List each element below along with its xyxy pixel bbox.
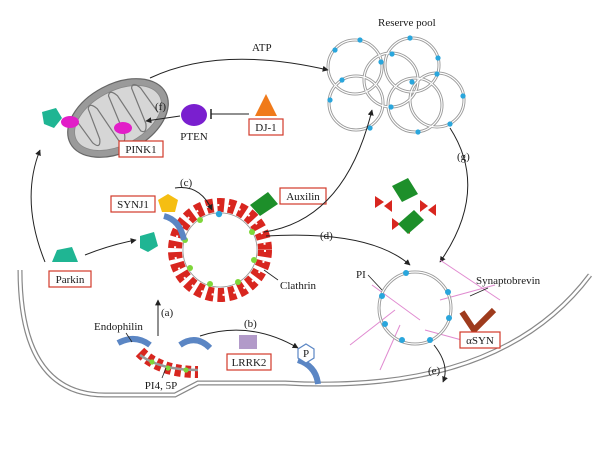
released-auxilin-icon-1	[392, 178, 418, 202]
phosphate-label: P	[303, 348, 309, 360]
released-auxilin-icon-2	[398, 210, 424, 234]
parkin-to-mito-arrow	[30, 149, 46, 263]
synaptobrevin-label: Synaptobrevin	[476, 275, 541, 287]
lrrk2-label: LRRK2	[232, 357, 267, 369]
parkin-on-vesicle-icon	[140, 232, 158, 252]
step-a-label: (a)	[161, 307, 174, 319]
step-b-arrow	[199, 329, 299, 349]
dj1-box	[248, 118, 284, 136]
step-e-arrow	[433, 344, 448, 383]
clathrin-pointer	[263, 269, 279, 281]
step-e-label: (e)	[428, 365, 441, 377]
step-g-arrow	[439, 127, 469, 263]
reserve-pool-label: Reserve pool	[378, 17, 436, 29]
presynaptic-membrane	[17, 269, 592, 398]
step-b-label: (b)	[244, 318, 257, 330]
pi-label: PI	[356, 269, 366, 281]
clathrin-label: Clathrin	[280, 280, 317, 292]
auxilin-label: Auxilin	[286, 191, 320, 203]
mitochondrion	[67, 78, 169, 158]
synj1-icon	[158, 194, 178, 212]
asyn-icon	[459, 307, 497, 335]
pi45p-label: PI4, 5P	[145, 380, 177, 392]
atp-arrow	[149, 58, 329, 79]
step-d-arrow-up	[263, 109, 374, 233]
dj1-icon	[255, 94, 277, 116]
pit-green-dots	[149, 359, 189, 373]
pink1-box	[118, 140, 164, 158]
vesicle-blue-dot	[215, 210, 223, 218]
docked-vesicle-inner	[378, 271, 452, 345]
docked-vesicle-dots	[379, 270, 452, 343]
pten-icon	[181, 104, 207, 126]
step-g-label: (g)	[457, 151, 470, 163]
clathrin-coated-vesicle	[168, 198, 272, 302]
synj1-box	[110, 195, 156, 213]
endocytic-pit-coat	[135, 347, 199, 378]
parkin-box	[48, 270, 92, 288]
step-f-label: (f)	[155, 101, 166, 113]
endocytic-pit-membrane	[139, 353, 199, 372]
synaptobrevin-pointer	[469, 287, 489, 297]
pi-pointer	[367, 274, 383, 291]
endophilin-left-icon	[116, 336, 152, 348]
lrrk2-icon	[239, 335, 257, 349]
dj1-label: DJ-1	[255, 122, 276, 134]
step-c-label: (c)	[180, 177, 193, 189]
pink1-marker-right	[114, 122, 132, 134]
asyn-label: αSYN	[466, 335, 494, 347]
step-c-arrow	[174, 186, 213, 211]
lrrk2-box	[226, 353, 272, 371]
step-d-arrow-right	[265, 234, 411, 266]
phosphate-icon	[297, 343, 315, 364]
pink1-label: PINK1	[125, 144, 156, 156]
endophilin-label: Endophilin	[94, 321, 143, 333]
phospho-endophilin-icon	[296, 357, 321, 385]
reserve-pool-dots	[327, 35, 466, 135]
atp-label: ATP	[252, 42, 272, 54]
pten-label: PTEN	[180, 131, 208, 143]
asyn-box	[459, 331, 501, 349]
parkin-on-mito-icon	[42, 108, 62, 128]
auxilin-box	[279, 187, 327, 205]
endophilin-on-vesicle-icon	[163, 213, 187, 241]
endophilin-pointer	[125, 332, 133, 343]
pten-to-pink1-arrow	[145, 115, 181, 124]
parkin-icon	[52, 247, 78, 262]
pink1-marker-left	[61, 116, 79, 128]
endophilin-right-icon	[178, 337, 213, 351]
synj1-label: SYNJ1	[117, 199, 149, 211]
auxilin-icon	[250, 192, 278, 216]
parkin-label: Parkin	[56, 274, 85, 286]
parkin-to-vesicle-arrow	[84, 238, 137, 256]
pi45p-pointer	[161, 367, 167, 379]
step-d-label: (d)	[320, 230, 333, 242]
